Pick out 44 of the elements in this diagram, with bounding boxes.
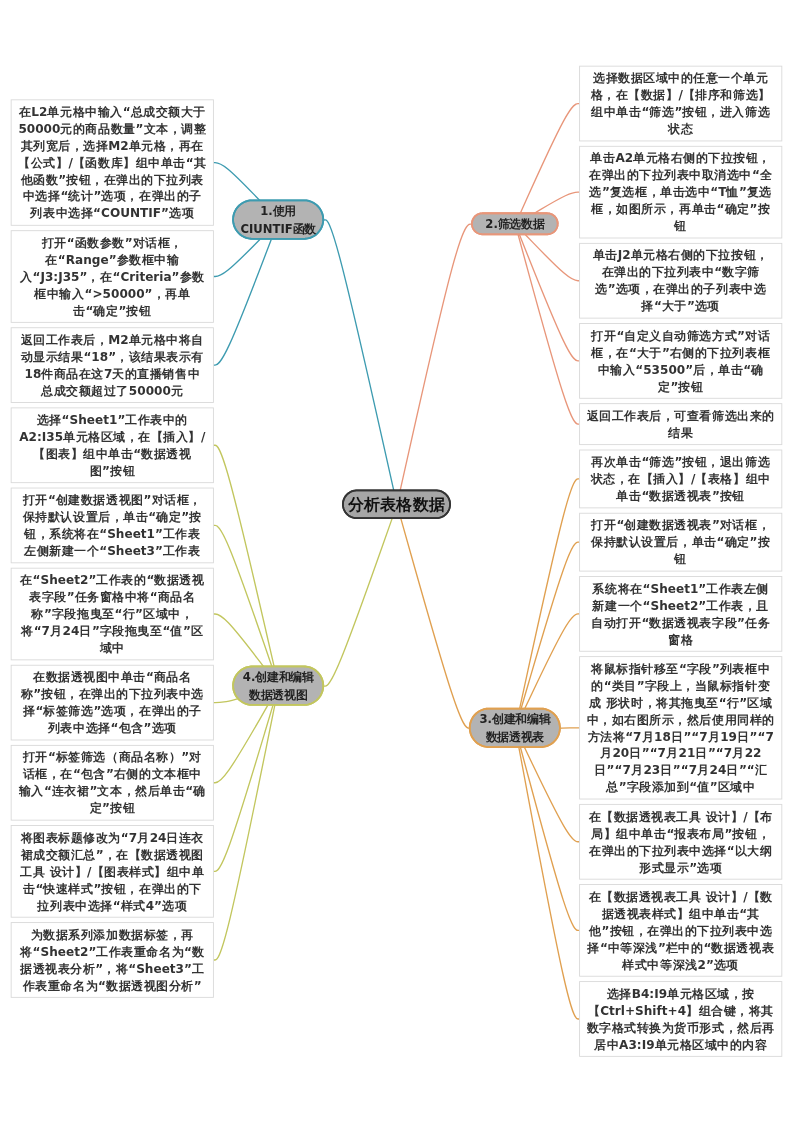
connector — [212, 704, 269, 784]
connector — [212, 704, 274, 872]
connector — [323, 219, 395, 492]
node-box: 单击J2单元格右侧的下拉按钮，在弹出的下拉列表中“数字筛选”选项，在弹出的子列表中选择“大于”选项 — [579, 242, 783, 319]
node-box: 打开“创建数据透视表”对话框，保持默认设置后，单击“确定”按钮 — [579, 512, 783, 572]
connector — [212, 161, 261, 202]
node-box: 系统将在“Sheet1”工作表左侧新建一个“Sheet2”工作表，且自动打开“数据透视表字段”任务窗格 — [579, 575, 783, 652]
connector — [518, 746, 581, 1020]
node-box: 在【数据透视表工具 设计】/【布局】组中单击“报表布局”按钮，在弹出的下拉列表中选择“以大纲形式显示”选项 — [579, 803, 783, 880]
node-box: 在“Sheet2”工作表的“数据透视表字段”任务窗格中将“商品名称”字段拖曳至“行”区域中，将“7月24日”字段拖曳至“值”区域中 — [10, 567, 214, 661]
connector — [212, 444, 275, 668]
node-box: 打开“自定义自动筛选方式”对话框，在“大于”右侧的下拉列表框中输入“53500”后，单击“确定”按钮 — [579, 322, 783, 399]
connector — [520, 541, 581, 710]
connector — [212, 238, 261, 277]
node-box: 在【数据透视表工具 设计】/【数据透视表样式】组中单击“其他”按钮，在弹出的下拉列表中选择“中等深浅”栏中的“数据透视表样式中等深浅2”选项 — [579, 883, 783, 977]
node-box: 返回工作表后，可查看筛选出来的结果 — [579, 402, 783, 445]
node-box: 再次单击“筛选”按钮，退出筛选状态，在【插入】/【表格】组中单击“数据透视表”按钮 — [579, 449, 783, 509]
connector — [212, 524, 273, 668]
node-box: 在数据透视图中单击“商品名称”按钮，在弹出的下拉列表中选择“标签筛选”选项，在弹出的子列表中选择“包含”选项 — [10, 664, 214, 741]
connector — [559, 726, 581, 729]
node-box: 选择B4:I9单元格区域，按【Ctrl+Shift+4】组合键，将其数字格式转换为货币形式，然后再居中A3:I9单元格区域中的内容 — [579, 980, 783, 1057]
node-box: 选择“Sheet1”工作表中的A2:I35单元格区域，在【插入】/【图表】组中单击“数据透视图”按钮 — [10, 407, 214, 483]
connector — [518, 478, 581, 710]
node-box: 返回工作表后，M2单元格中将自动显示结果“18”，该结果表示有18件商品在这7天的直播销售中总成交额超过了50000元 — [10, 327, 214, 403]
node-box: 单击A2单元格右侧的下拉按钮，在弹出的下拉列表中取消选中“全选”复选框，单击选中“T恤”复选框，如图所示，再单击“确定”按钮 — [579, 145, 783, 239]
connector — [212, 238, 273, 366]
connector — [323, 517, 393, 687]
node-box: 将图表标题修改为“7月24日连衣裙成交额汇总”，在【数据透视图工具 设计】/【图表样式】组中单击“快速样式”按钮，在弹出的下拉列表中选择“样式4”选项 — [10, 824, 214, 918]
node-box: 打开“函数参数”对话框，在“Range”参数框中输入“J3:J35”，在“Criteria”参数框中输入“>50000”，再单击“确定”按钮 — [10, 229, 214, 323]
node-box: 为数据系列添加数据标签，再将“Sheet2”工作表重命名为“数据透视表分析”，将“Sheet3”工作表重命名为“数据透视图分析” — [10, 921, 214, 998]
connector — [519, 746, 581, 931]
connector — [517, 233, 581, 425]
connector — [524, 233, 581, 282]
connector — [523, 612, 581, 710]
node-box: 在L2单元格中输入“总成交额大于50000元的商品数量”文本，调整其列宽后，选择M2单元格，再在【公式】/【函数库】组中单击“其他函数”按钮，在弹出的下拉列表中选择“统计”选项，在弹出的子列表中选择“COUNTIF”选项 — [10, 99, 214, 226]
connector — [518, 233, 581, 362]
connector — [212, 704, 276, 961]
node-box: 将鼠标指针移至“字段”列表框中的“类目”字段上，当鼠标指针变成 形状时，将其拖曳至“行”区域中，如右图所示，然后使用同样的方法将“7月18日”“7月19日”“7月20日”“7月21日”“7月22日”“7月23日”“7月24日”“汇总”字段添加到“值”区域中 — [579, 655, 783, 800]
node-box: 选择数据区域中的任意一个单元格，在【数据】/【排序和筛选】组中单击“筛选”按钮，进入筛选状态 — [579, 65, 783, 142]
connector — [212, 613, 265, 668]
node-box: 打开“创建数据透视图”对话框，保持默认设置后，单击“确定”按钮，系统将在“Sheet1”工作表左侧新建一个“Sheet3”工作表 — [10, 487, 214, 563]
connector — [212, 697, 239, 703]
node-box: 打开“标签筛选（商品名称）”对话框，在“包含”右侧的文本框中输入“连衣裙”文本，然后单击“确定”按钮 — [10, 744, 214, 821]
connector — [523, 746, 581, 843]
